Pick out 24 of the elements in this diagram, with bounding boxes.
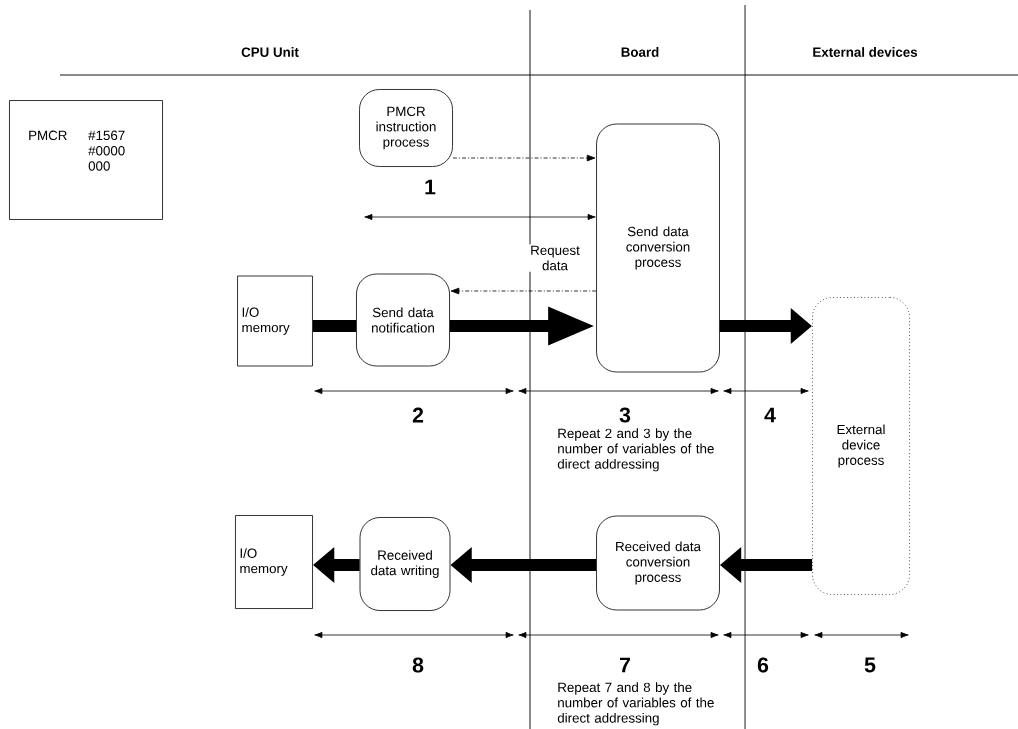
note-text: Repeat 7 and 8 by the number of variables of the direct addressing: [557, 682, 714, 726]
note-text: Repeat 2 and 3 by the number of variables of the direct addressing: [557, 428, 714, 472]
step-number: 5: [864, 657, 876, 673]
memory-box: PMCR #1567 #0000 000: [9, 100, 163, 220]
step-number: 4: [764, 407, 776, 423]
step-number: 6: [757, 657, 769, 673]
column-heading: CPU Unit: [241, 47, 299, 57]
memory-box: I/O memory: [235, 515, 313, 609]
step-number: 2: [412, 407, 424, 423]
arrow: [450, 287, 597, 295]
process-box: PMCR instruction process: [359, 89, 453, 167]
step-number: 3: [619, 407, 631, 423]
process-box: Send data conversion process: [596, 123, 720, 373]
memory-box: I/O memory: [237, 275, 313, 367]
process-box: Send data notification: [356, 273, 450, 367]
column-heading: External devices: [813, 47, 918, 57]
arrow: [452, 154, 596, 162]
process-box: External device process: [812, 297, 910, 595]
edge-label: Request data: [521, 244, 589, 272]
process-box: Received data conversion process: [596, 515, 720, 611]
process-box: Received data writing: [359, 517, 451, 611]
column-heading: Board: [621, 47, 659, 57]
step-number: 8: [412, 657, 424, 673]
step-number: 7: [620, 657, 630, 673]
